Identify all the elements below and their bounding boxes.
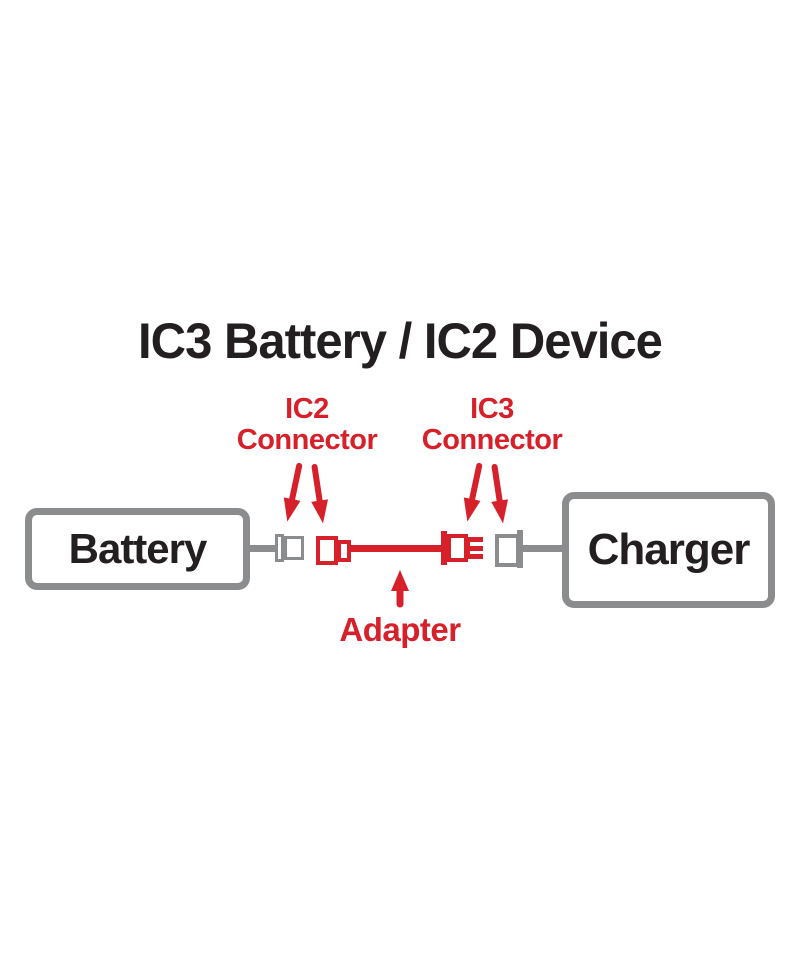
battery-wire [246,545,278,552]
ic3-right-arrow-icon [491,463,509,524]
battery-box: Battery [25,508,250,590]
ic2-connector-label: IC2 Connector [217,394,397,456]
charger-label: Charger [587,525,751,574]
diagram-title: IC3 Battery / IC2 Device [138,313,663,369]
ic2-connector-label-line2: Connector [236,424,378,456]
ic2-red-connector [316,536,338,565]
battery-label: Battery [68,525,208,572]
ic3-red-connector-pin-bottom [466,554,483,559]
ic3-connector-label-line2: Connector [421,424,563,456]
adapter-up-arrow-icon [391,570,409,608]
ic3-left-arrow-icon [463,462,483,522]
ic3-red-connector-pin-middle [466,546,483,551]
ic2-gray-connector-flange [275,534,284,562]
ic3-connector-label-line1: IC3 [470,393,514,425]
ic3-red-connector-pin-top [466,537,483,542]
ic3-gray-connector-flange [517,530,523,568]
adapter-cable [350,545,444,552]
charger-box: Charger [562,492,775,608]
ic2-connector-label-line1: IC2 [285,393,329,425]
adapter-label: Adapter [339,611,461,648]
ic2-gray-connector [284,536,304,560]
ic3-connector-label: IC3 Connector [402,394,582,456]
charger-wire [523,545,566,552]
ic3-red-connector-flange [441,531,447,565]
ic2-right-arrow-icon [311,463,329,524]
ic2-left-arrow-icon [283,462,303,522]
ic2-red-connector-tip [337,540,351,562]
ic3-red-connector [447,534,468,562]
